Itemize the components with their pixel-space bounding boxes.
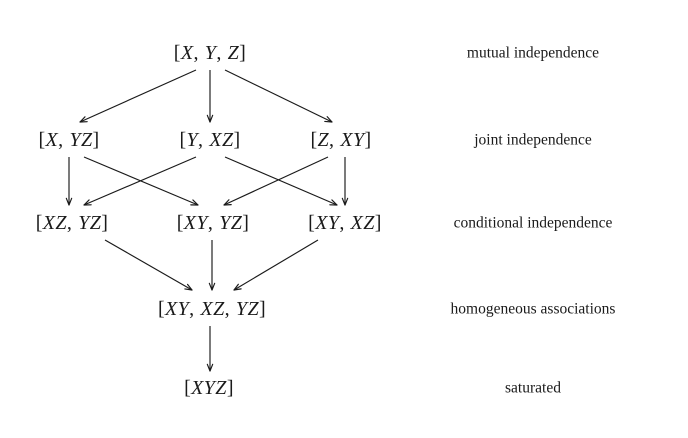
level-label: conditional independence bbox=[453, 214, 613, 232]
arrow-head-barb bbox=[208, 282, 213, 291]
model-node[interactable]: [XY, XZ, YZ] bbox=[157, 298, 267, 320]
arrow-shaft bbox=[83, 156, 199, 206]
arrow-edge bbox=[83, 156, 199, 206]
arrow-edge bbox=[341, 157, 349, 206]
arrow-head-barb bbox=[331, 199, 338, 206]
arrow-head-barb bbox=[206, 114, 211, 123]
arrow-shaft bbox=[83, 156, 197, 206]
arrow-edge bbox=[206, 70, 214, 123]
arrow-edge bbox=[206, 326, 214, 372]
arrow-edge bbox=[224, 156, 338, 206]
model-node[interactable]: [X, Y, Z] bbox=[173, 42, 247, 64]
arrow-head-barb bbox=[233, 288, 242, 291]
arrow-head-barb bbox=[65, 197, 70, 206]
arrow-edge bbox=[65, 157, 73, 206]
arrow-shaft bbox=[223, 156, 329, 206]
arrow-head-barb bbox=[211, 282, 216, 291]
arrow-head-barb bbox=[344, 197, 349, 206]
arrow-shaft bbox=[104, 239, 193, 291]
level-label: saturated bbox=[505, 379, 561, 397]
model-node[interactable]: [XY, YZ] bbox=[176, 212, 250, 234]
arrow-head-barb bbox=[192, 199, 199, 206]
model-node[interactable]: [XZ, YZ] bbox=[35, 212, 109, 234]
model-node[interactable]: [XYZ] bbox=[184, 377, 234, 399]
arrow-edge bbox=[233, 239, 319, 291]
model-node[interactable]: [X, YZ] bbox=[38, 129, 100, 151]
arrow-head-barb bbox=[184, 288, 193, 291]
model-node[interactable]: [XY, XZ] bbox=[308, 212, 382, 234]
arrow-head-barb bbox=[186, 283, 193, 291]
level-label: joint independence bbox=[474, 131, 592, 149]
arrow-edge bbox=[208, 240, 216, 291]
model-node[interactable]: [Y, XZ] bbox=[179, 129, 241, 151]
arrow-head-barb bbox=[223, 199, 230, 206]
arrow-shaft bbox=[224, 69, 333, 123]
arrow-edge bbox=[224, 69, 333, 123]
arrow-shaft bbox=[79, 69, 197, 123]
arrow-head-barb bbox=[83, 199, 90, 206]
arrow-edge bbox=[83, 156, 197, 206]
arrow-head-barb bbox=[341, 197, 346, 206]
arrow-head-barb bbox=[209, 363, 214, 372]
arrow-edge bbox=[104, 239, 193, 291]
arrow-head-barb bbox=[68, 197, 73, 206]
level-label: homogeneous associations bbox=[450, 300, 616, 318]
arrow-edge bbox=[223, 156, 329, 206]
arrow-head-barb bbox=[233, 283, 239, 291]
arrow-shaft bbox=[233, 239, 319, 291]
arrow-shaft bbox=[224, 156, 338, 206]
arrow-head-barb bbox=[79, 116, 86, 123]
arrow-edge bbox=[79, 69, 197, 123]
arrow-head-barb bbox=[209, 114, 214, 123]
model-node[interactable]: [Z, XY] bbox=[310, 129, 372, 151]
level-label: mutual independence bbox=[466, 44, 600, 62]
arrow-head-barb bbox=[324, 120, 333, 123]
arrow-head-barb bbox=[206, 363, 211, 372]
arrow-head-barb bbox=[326, 116, 333, 123]
